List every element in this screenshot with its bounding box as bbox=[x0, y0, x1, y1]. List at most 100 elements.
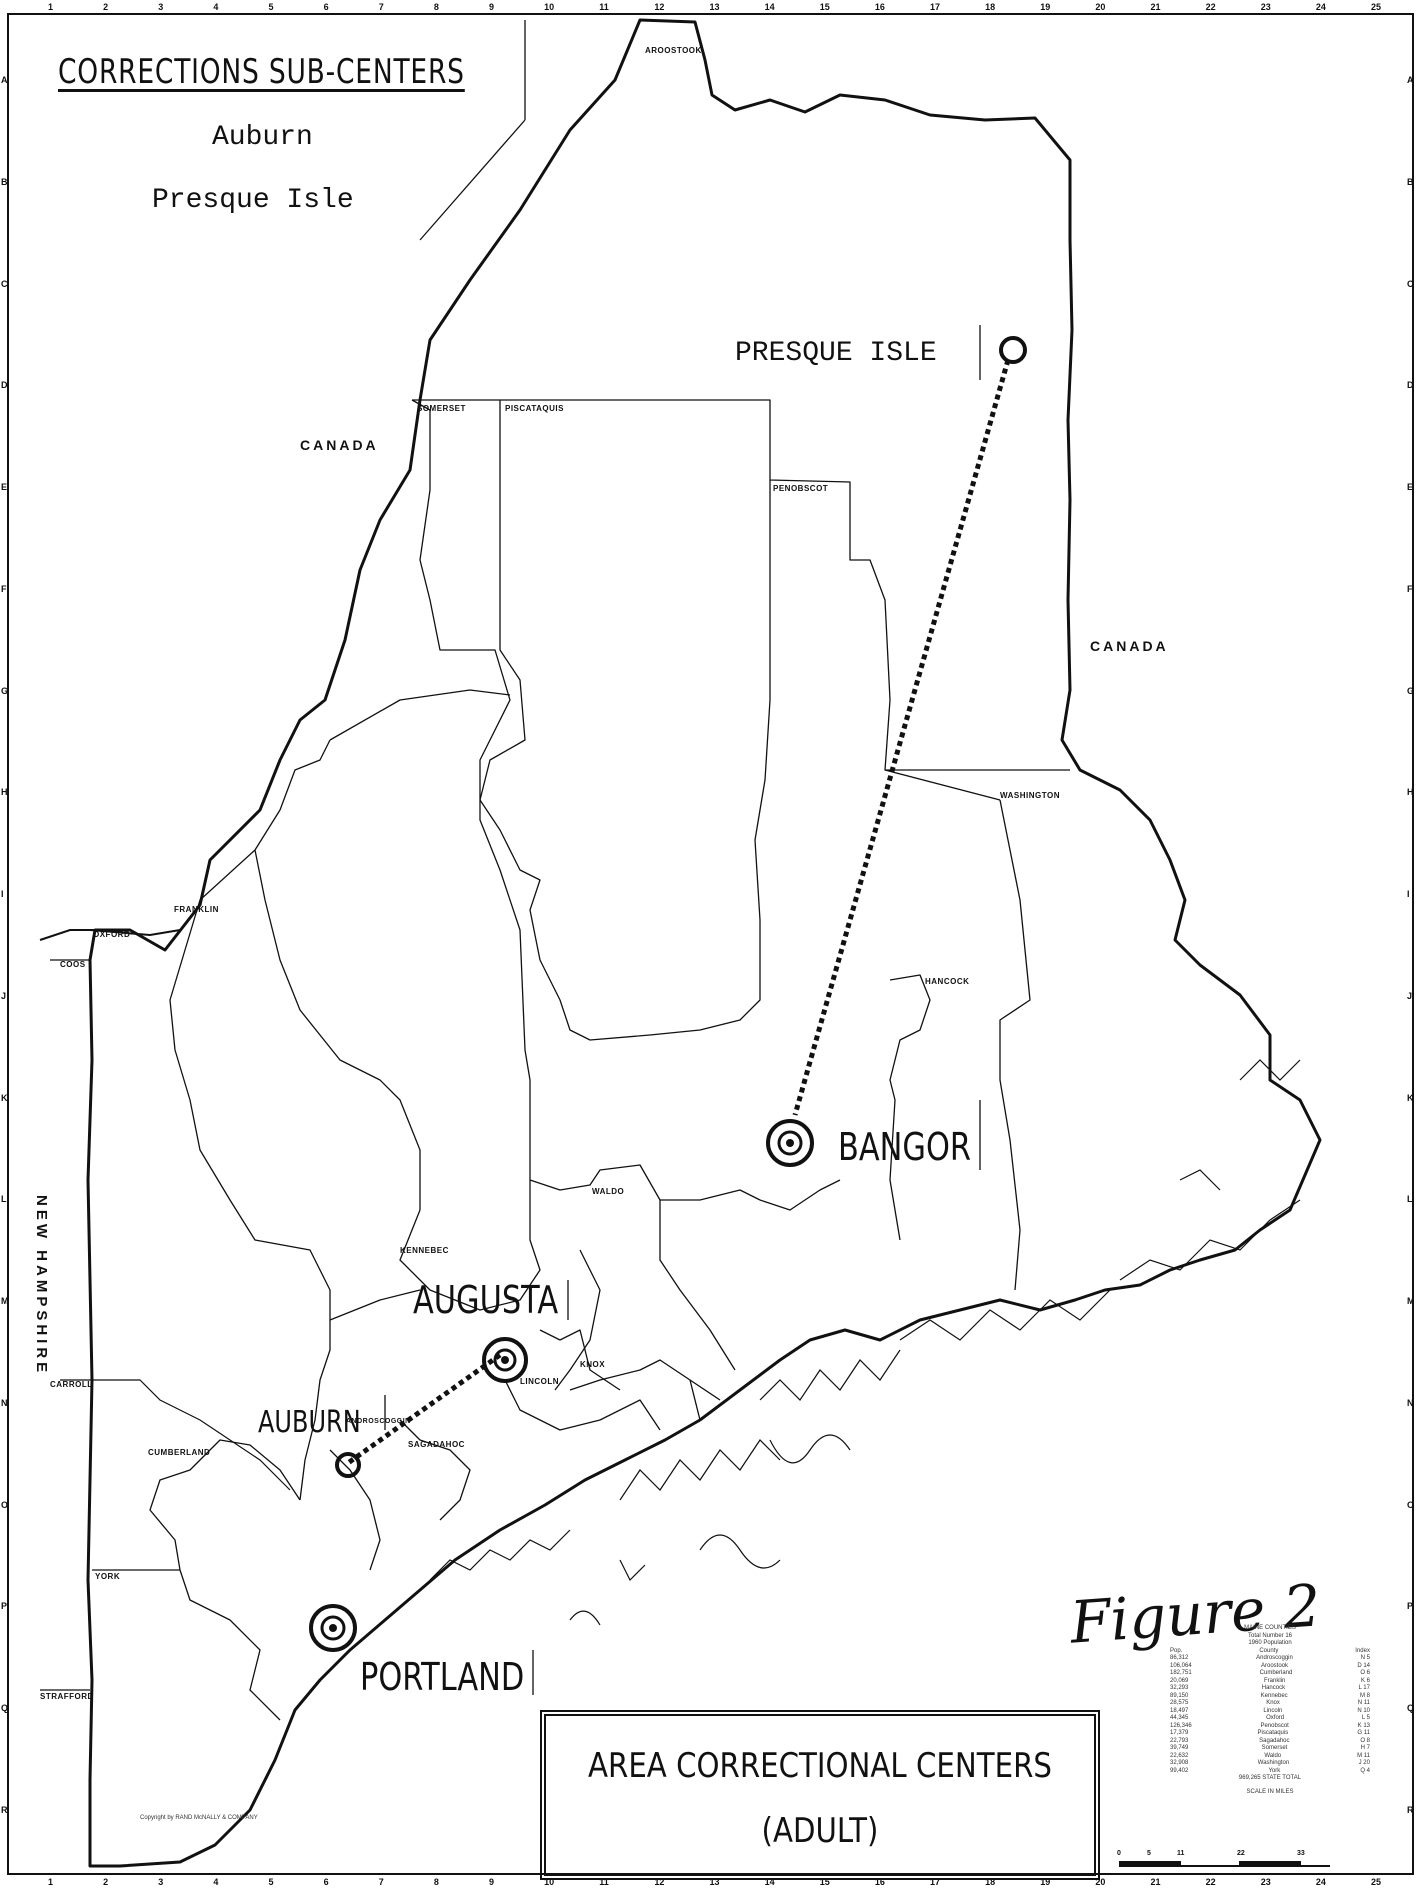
grid-row-label: B bbox=[1, 176, 8, 187]
legend-cell: 22,793 bbox=[1170, 1737, 1189, 1744]
county-label-coos: COOS bbox=[60, 960, 86, 969]
legend-cell: J 20 bbox=[1358, 1760, 1370, 1766]
county-label-franklin: FRANKLIN bbox=[174, 905, 219, 914]
legend-cell: N 10 bbox=[1357, 1707, 1370, 1714]
county-label-strafford: STRAFFORD bbox=[40, 1692, 94, 1701]
grid-row-label: N bbox=[1407, 1397, 1414, 1408]
legend-cell: O 6 bbox=[1360, 1670, 1370, 1676]
auburn-marker-icon bbox=[335, 1452, 361, 1478]
grid-column-label: 6 bbox=[323, 1877, 329, 1887]
grid-column-label: 19 bbox=[1040, 1877, 1051, 1887]
legend-cell: 32,908 bbox=[1170, 1760, 1189, 1766]
grid-column-label: 23 bbox=[1260, 2, 1271, 12]
legend-cell: O 8 bbox=[1360, 1737, 1370, 1744]
legend-cell: Somerset bbox=[1261, 1745, 1288, 1751]
grid-column-label: 3 bbox=[158, 1877, 164, 1887]
county-label-sagadahoc: SAGADAHOC bbox=[408, 1440, 465, 1449]
sub-centers-title: CORRECTIONS SUB-CENTERS bbox=[58, 52, 465, 92]
legend-cell: M 11 bbox=[1357, 1752, 1370, 1759]
legend-cell: K 13 bbox=[1357, 1722, 1370, 1729]
grid-column-label: 7 bbox=[378, 1877, 384, 1887]
grid-row-label: R bbox=[1407, 1805, 1414, 1815]
county-label-washington: WASHINGTON bbox=[1000, 791, 1060, 800]
grid-row-label: H bbox=[1407, 787, 1414, 798]
scale-tick-label: 33 bbox=[1297, 1850, 1305, 1857]
legend-cell: Sagadahoc bbox=[1259, 1737, 1290, 1744]
legend-subtitle-2: 1960 Population bbox=[1248, 1640, 1292, 1646]
legend-cell: 86,312 bbox=[1170, 1655, 1189, 1661]
grid-column-label: 16 bbox=[874, 2, 885, 12]
grid-column-label: 16 bbox=[874, 1877, 885, 1887]
map-title-line-2: (ADULT) bbox=[761, 1811, 879, 1851]
grid-row-label: K bbox=[1, 1092, 8, 1103]
grid-column-label: 11 bbox=[599, 2, 609, 12]
grid-row-label: D bbox=[1407, 380, 1414, 391]
legend-cell: 89,150 bbox=[1170, 1692, 1189, 1699]
grid-column-label: 15 bbox=[819, 1877, 830, 1887]
grid-column-label: 12 bbox=[654, 2, 665, 12]
legend-cell: Waldo bbox=[1264, 1752, 1282, 1759]
line-presque-isle-bangor bbox=[792, 359, 1011, 1116]
grid-column-label: 21 bbox=[1150, 2, 1161, 12]
scale-tick-label: 11 bbox=[1177, 1850, 1185, 1857]
grid-column-label: 9 bbox=[489, 1877, 495, 1887]
scale-tick-label: 0 bbox=[1117, 1850, 1121, 1857]
sub-center-item: Auburn bbox=[212, 122, 313, 153]
new-hampshire-boundary bbox=[40, 959, 291, 1691]
grid-row-label: L bbox=[1, 1194, 7, 1205]
region-label-canada-east: CANADA bbox=[1090, 638, 1169, 654]
grid-column-label: 8 bbox=[433, 1877, 439, 1887]
legend-cell: 28,575 bbox=[1170, 1700, 1189, 1706]
county-label-aroostook: AROOSTOOK bbox=[645, 46, 702, 55]
county-boundaries bbox=[92, 399, 1070, 1721]
grid-row-label: F bbox=[1, 583, 7, 594]
county-label-cumberland: CUMBERLAND bbox=[148, 1448, 211, 1457]
grid-column-label: 3 bbox=[158, 2, 164, 12]
grid-column-label: 24 bbox=[1315, 2, 1326, 12]
grid-row-label: F bbox=[1407, 583, 1413, 594]
grid-column-label: 7 bbox=[378, 2, 384, 12]
grid-row-label: I bbox=[1, 889, 4, 900]
label-leader-lines bbox=[384, 20, 981, 1695]
legend-total: 969,265 STATE TOTAL bbox=[1238, 1775, 1302, 1781]
legend-cell: Knox bbox=[1266, 1700, 1280, 1706]
legend-cell: H 7 bbox=[1360, 1745, 1370, 1751]
grid-column-label: 14 bbox=[764, 2, 775, 12]
grid-row-label: A bbox=[1407, 75, 1414, 85]
legend-cell: 18,497 bbox=[1170, 1707, 1189, 1714]
legend-cell: 22,632 bbox=[1170, 1752, 1189, 1759]
grid-row-label: E bbox=[1407, 482, 1414, 493]
grid-column-label: 23 bbox=[1260, 1877, 1271, 1887]
legend-cell: 32,293 bbox=[1170, 1685, 1189, 1691]
legend-header-index: Index bbox=[1355, 1647, 1370, 1654]
legend-title: MAINE COUNTIES bbox=[1244, 1625, 1296, 1631]
legend-cell: Hancock bbox=[1261, 1685, 1286, 1691]
legend-cell: 44,345 bbox=[1170, 1715, 1189, 1721]
legend-cell: 126,346 bbox=[1170, 1722, 1192, 1729]
legend-row: 18,497 Lincoln N 10 bbox=[1170, 1708, 1370, 1716]
grid-row-label: K bbox=[1407, 1092, 1414, 1103]
legend-cell: Aroostook bbox=[1261, 1662, 1289, 1669]
grid-column-label: 19 bbox=[1040, 2, 1051, 12]
grid-column-label: 8 bbox=[433, 2, 439, 12]
county-label-oxford: OXFORD bbox=[93, 930, 131, 939]
sub-center-item: Presque Isle bbox=[152, 185, 354, 216]
presque-isle-marker-icon bbox=[999, 336, 1027, 364]
grid-column-label: 25 bbox=[1371, 1877, 1382, 1887]
grid-column-label: 12 bbox=[654, 1877, 665, 1887]
legend-cell: Lincoln bbox=[1263, 1707, 1283, 1714]
legend-cell: M 8 bbox=[1359, 1692, 1370, 1699]
legend-cell: K 6 bbox=[1360, 1677, 1370, 1684]
grid-row-label: G bbox=[1, 685, 9, 696]
legend-cell: Penobscot bbox=[1260, 1722, 1289, 1729]
city-label-auburn: AUBURN bbox=[258, 1405, 361, 1440]
legend-header-row: Pop. County Index bbox=[1170, 1648, 1370, 1656]
county-label-york: YORK bbox=[95, 1572, 121, 1581]
scale-bar bbox=[1119, 1861, 1330, 1867]
county-label-knox: KNOX bbox=[580, 1360, 606, 1369]
legend-cell: N 11 bbox=[1357, 1700, 1370, 1706]
